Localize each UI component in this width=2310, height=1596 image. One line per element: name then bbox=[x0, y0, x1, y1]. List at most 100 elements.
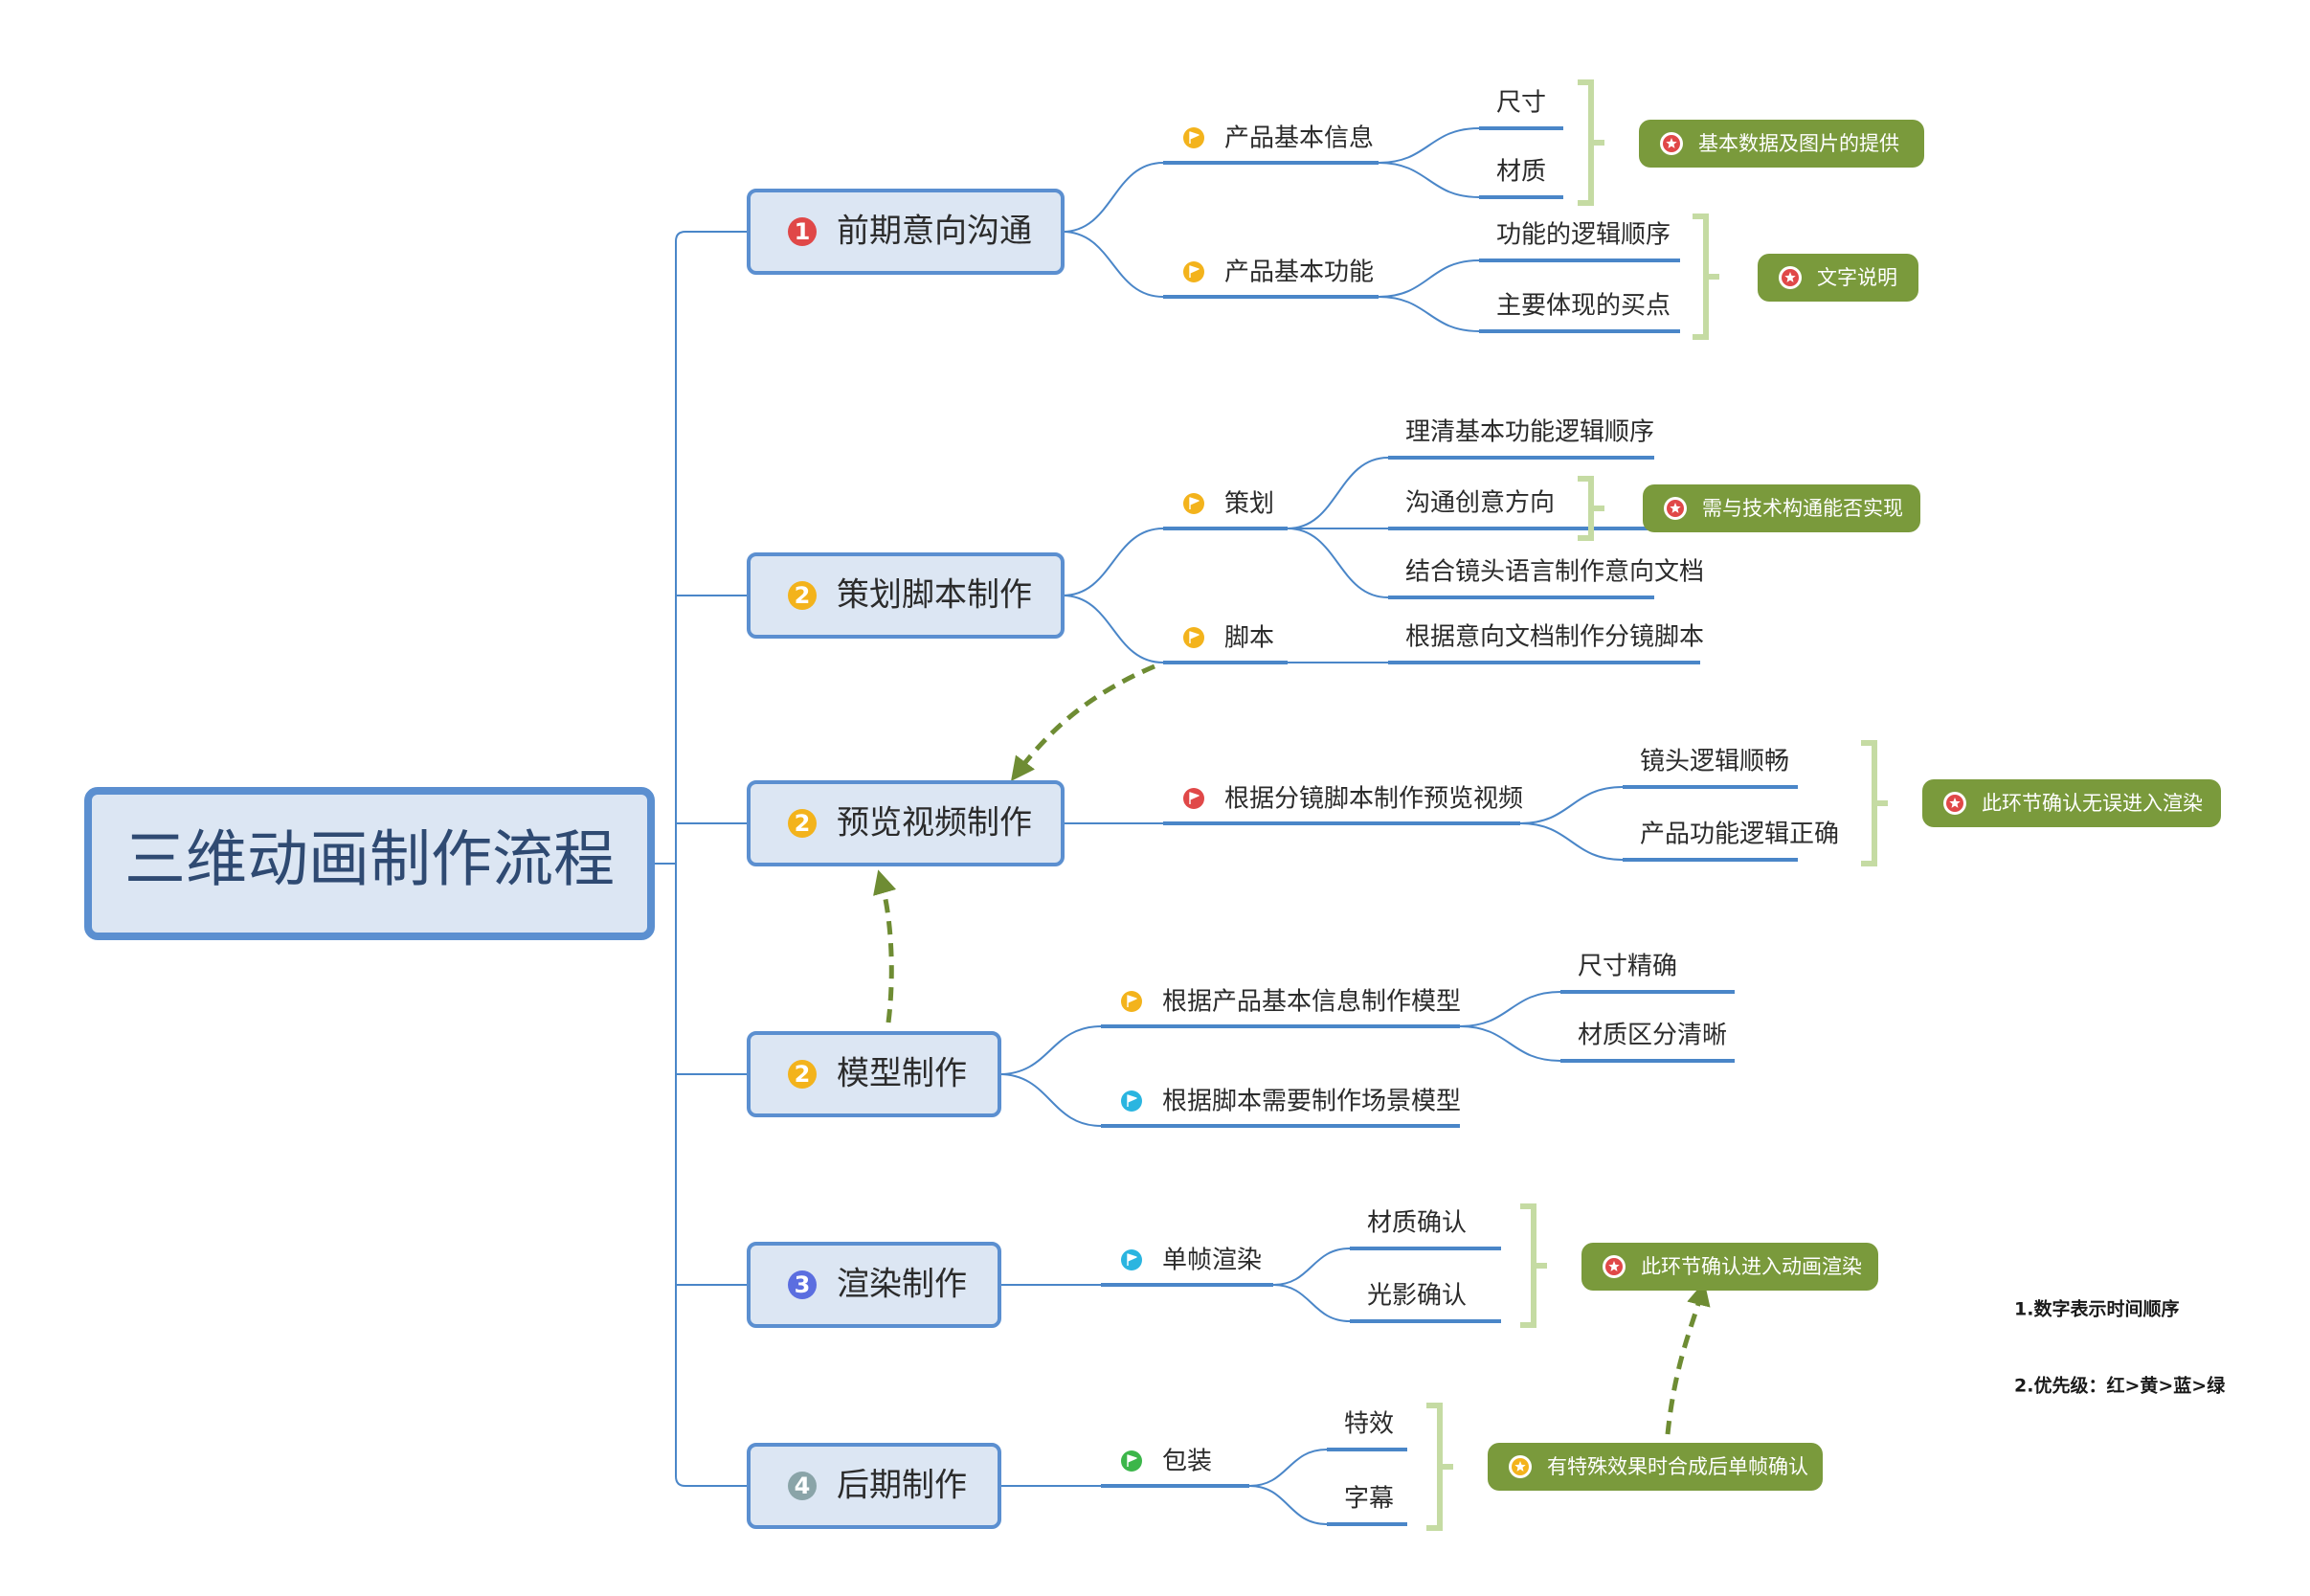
subtopic-label: 材质确认 bbox=[1367, 1209, 1467, 1238]
number-badge-text: 4 bbox=[795, 1472, 811, 1499]
flag-icon-glyph bbox=[1189, 265, 1200, 278]
subtopic-label: 材质区分清晰 bbox=[1578, 1022, 1727, 1050]
stage-box[interactable] bbox=[747, 1443, 1001, 1529]
flag-icon-glyph bbox=[1189, 631, 1200, 643]
topic-s2c2[interactable]: 脚本 bbox=[1183, 624, 1274, 653]
number-badge-text: 2 bbox=[795, 582, 811, 609]
grouping-bracket bbox=[1578, 476, 1604, 541]
flag-icon-circle bbox=[1183, 493, 1204, 514]
number-badge-icon bbox=[788, 809, 817, 838]
green-flag-icon bbox=[1121, 1450, 1142, 1472]
dependency-arrow-script-to-preview bbox=[1010, 663, 1155, 781]
note-box bbox=[1758, 254, 1918, 302]
flag-icon-glyph bbox=[1189, 131, 1200, 144]
flag-icon-glyph bbox=[1127, 1094, 1137, 1107]
topic-s1c2[interactable]: 产品基本功能 bbox=[1183, 259, 1374, 287]
stage-box[interactable] bbox=[747, 552, 1065, 639]
topic-to-subtopic-connector bbox=[1272, 1248, 1351, 1286]
stage-to-topic-connector bbox=[1062, 162, 1164, 233]
note-label: 基本数据及图片的提供 bbox=[1698, 132, 1899, 155]
subtopic-label: 主要体现的买点 bbox=[1496, 292, 1671, 321]
grouping-bracket bbox=[1426, 1403, 1453, 1531]
blue-flag-icon bbox=[1121, 1249, 1142, 1270]
topic-label: 策划 bbox=[1224, 490, 1274, 519]
flag-icon-glyph bbox=[1127, 1253, 1137, 1266]
stage-box[interactable] bbox=[747, 189, 1065, 275]
stage-label: 模型制作 bbox=[837, 1055, 967, 1093]
topic-label: 单帧渲染 bbox=[1162, 1247, 1262, 1275]
flag-icon-glyph bbox=[1189, 497, 1200, 509]
flag-icon-glyph bbox=[1127, 1454, 1137, 1467]
star-icon-glyph bbox=[1514, 1461, 1526, 1472]
topic-to-subtopic-connector bbox=[1272, 1284, 1351, 1322]
yellow-star-icon bbox=[1509, 1455, 1532, 1478]
topic-s5c1[interactable]: 单帧渲染 bbox=[1121, 1247, 1262, 1275]
stage-box[interactable] bbox=[747, 780, 1065, 866]
topic-label: 根据分镜脚本制作预览视频 bbox=[1224, 785, 1523, 814]
topic-s4c1[interactable]: 根据产品基本信息制作模型 bbox=[1121, 988, 1461, 1017]
subtopic-label: 理清基本功能逻辑顺序 bbox=[1405, 418, 1654, 447]
subtopic-label: 材质 bbox=[1496, 158, 1546, 187]
flag-icon-circle bbox=[1121, 991, 1142, 1012]
number-badge-text: 1 bbox=[795, 218, 811, 245]
note-callout: 此环节确认进入动画渲染 bbox=[1581, 1243, 1878, 1291]
stage-topic-s3[interactable]: 2 预览视频制作 bbox=[747, 780, 1065, 866]
note-callout: 有特殊效果时合成后单帧确认 bbox=[1488, 1443, 1823, 1491]
topic-s2c1[interactable]: 策划 bbox=[1183, 490, 1274, 519]
stage-box[interactable] bbox=[747, 1242, 1001, 1328]
note-callout: 基本数据及图片的提供 bbox=[1639, 120, 1924, 168]
stage-label: 前期意向沟通 bbox=[837, 213, 1032, 251]
grouping-bracket bbox=[1578, 79, 1604, 206]
legend-line: 1.数字表示时间顺序 bbox=[2014, 1298, 2179, 1320]
red-star-icon bbox=[1603, 1255, 1626, 1278]
note-box bbox=[1581, 1243, 1878, 1291]
stage-box[interactable] bbox=[747, 1031, 1001, 1117]
subtopic-label: 光影确认 bbox=[1367, 1282, 1467, 1311]
stage-label: 渲染制作 bbox=[837, 1266, 967, 1304]
topic-label: 产品基本信息 bbox=[1224, 124, 1374, 153]
subtopic-label: 尺寸 bbox=[1496, 89, 1546, 118]
number-badge-icon bbox=[788, 1060, 817, 1089]
stage-label: 策划脚本制作 bbox=[837, 576, 1032, 615]
yellow-flag-icon bbox=[1183, 627, 1204, 648]
stage-to-topic-connector bbox=[998, 1073, 1102, 1127]
topic-s3c1[interactable]: 根据分镜脚本制作预览视频 bbox=[1183, 785, 1523, 814]
note-label: 有特殊效果时合成后单帧确认 bbox=[1547, 1455, 1808, 1478]
red-star-icon bbox=[1664, 497, 1687, 520]
topic-s6c1[interactable]: 包装 bbox=[1121, 1448, 1212, 1476]
topic-to-subtopic-connector bbox=[1459, 1025, 1561, 1062]
topic-s1c1[interactable]: 产品基本信息 bbox=[1183, 124, 1374, 153]
flag-icon-circle bbox=[1121, 1450, 1142, 1472]
note-label: 此环节确认进入动画渲染 bbox=[1641, 1255, 1862, 1278]
topic-to-subtopic-connector bbox=[1287, 457, 1389, 529]
stage-topic-s1[interactable]: 1 前期意向沟通 bbox=[747, 189, 1065, 275]
grouping-bracket bbox=[1861, 740, 1888, 866]
topic-label: 脚本 bbox=[1224, 624, 1274, 653]
number-badge-text: 2 bbox=[795, 1061, 811, 1088]
stage-topic-s4[interactable]: 2 模型制作 bbox=[747, 1031, 1001, 1117]
topic-to-subtopic-connector bbox=[1378, 296, 1480, 332]
topic-label: 根据脚本需要制作场景模型 bbox=[1162, 1088, 1461, 1116]
subtopic-label: 根据意向文档制作分镜脚本 bbox=[1405, 623, 1704, 652]
topic-to-subtopic-connector bbox=[1459, 991, 1561, 1027]
note-box bbox=[1922, 779, 2221, 827]
topic-to-subtopic-connector bbox=[1378, 127, 1480, 164]
topic-s4c2[interactable]: 根据脚本需要制作场景模型 bbox=[1121, 1088, 1461, 1116]
number-badge-text: 2 bbox=[795, 810, 811, 837]
stage-to-topic-connector bbox=[998, 1025, 1102, 1075]
star-icon-glyph bbox=[1670, 503, 1681, 513]
stage-topic-s5[interactable]: 3 渲染制作 bbox=[747, 1242, 1001, 1328]
stage-topic-s2[interactable]: 2 策划脚本制作 bbox=[747, 552, 1065, 639]
note-callout: 文字说明 bbox=[1758, 254, 1918, 302]
stage-label: 预览视频制作 bbox=[837, 804, 1032, 843]
number-badge-icon bbox=[788, 1472, 817, 1500]
red-flag-icon bbox=[1183, 788, 1204, 809]
star-icon-glyph bbox=[1949, 798, 1961, 808]
star-icon-glyph bbox=[1608, 1261, 1620, 1271]
legend-line: 2.优先级：红>黄>蓝>绿 bbox=[2014, 1375, 2226, 1397]
red-star-icon bbox=[1779, 266, 1802, 289]
legend: 1.数字表示时间顺序 2.优先级：红>黄>蓝>绿 bbox=[2014, 1298, 2226, 1397]
number-badge-text: 3 bbox=[795, 1271, 811, 1298]
root-box bbox=[84, 787, 655, 940]
